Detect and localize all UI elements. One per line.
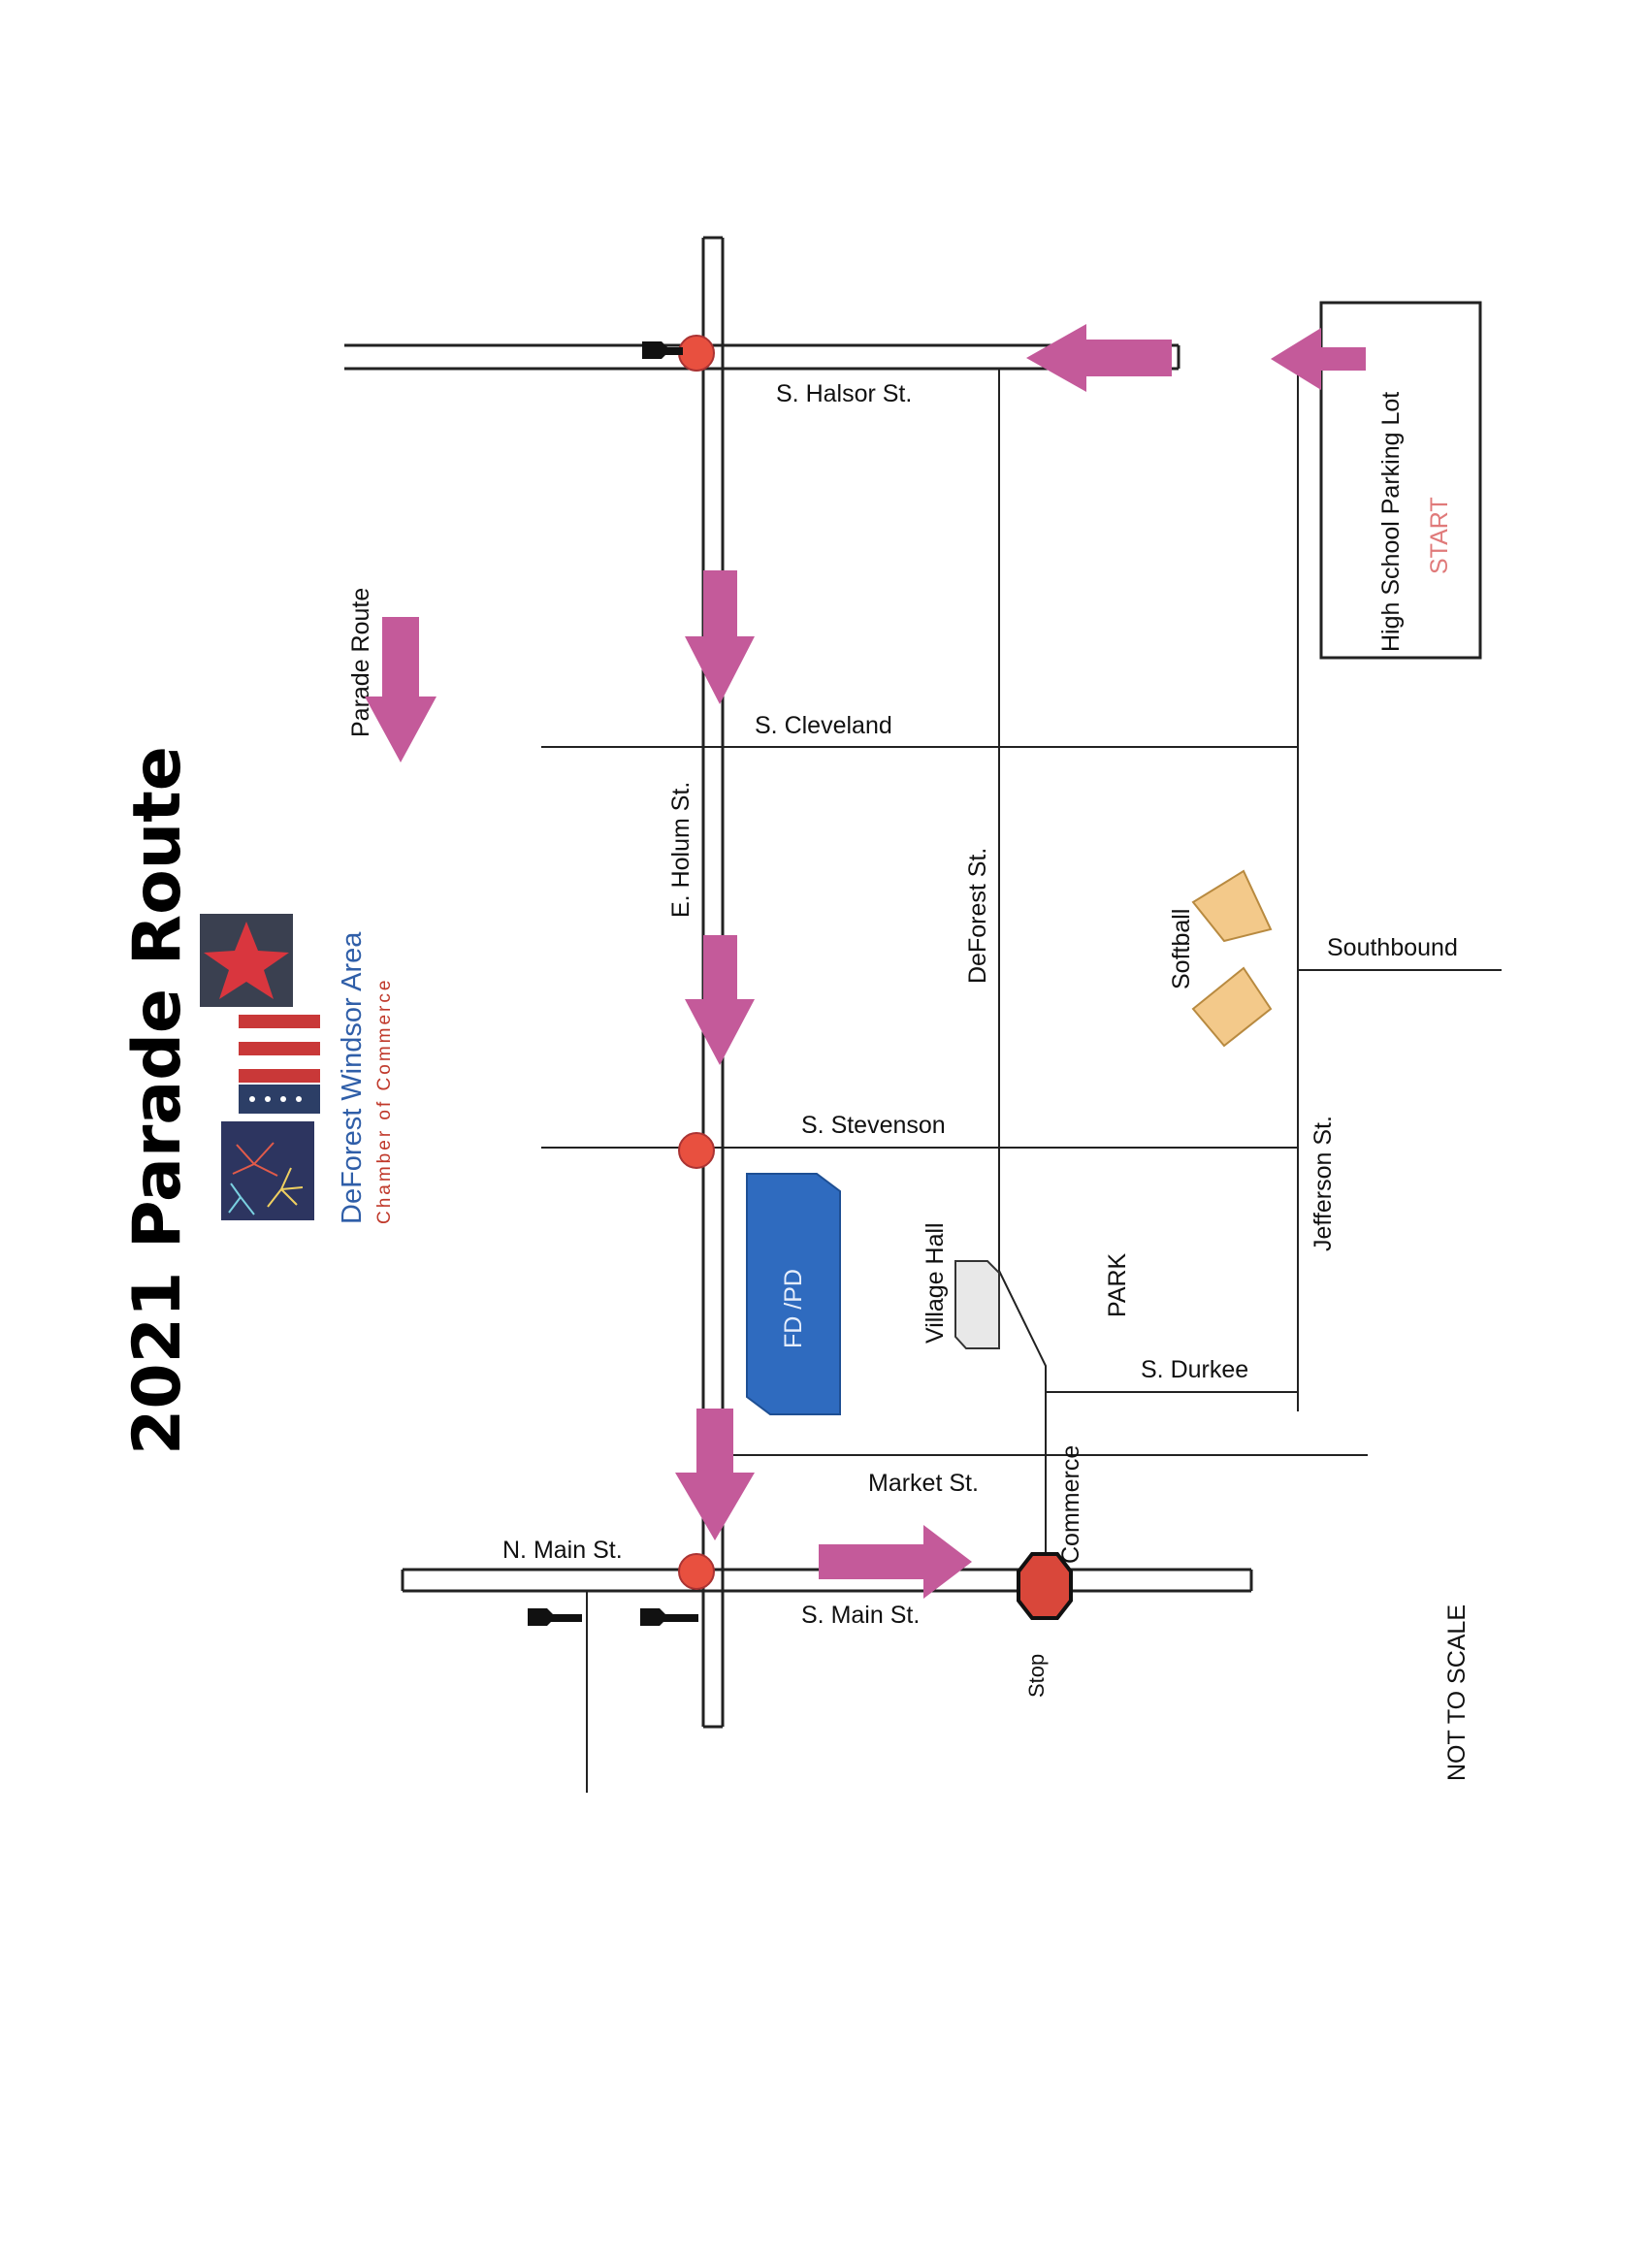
commerce-label: Commerce	[1057, 1445, 1084, 1564]
fdpd-building: FD /PD	[746, 1173, 841, 1415]
pointer-hand-icon	[640, 1608, 698, 1626]
southbound-label: Southbound	[1327, 934, 1458, 961]
start-label: START	[1426, 497, 1453, 574]
chamber-name-line1: DeForest Windsor Area	[337, 931, 368, 1224]
start-lot-label: High School Parking Lot	[1377, 392, 1405, 652]
softball-label: Softball	[1168, 909, 1195, 989]
legend-label: Parade Route	[347, 588, 374, 737]
route-arrow-icon	[1026, 324, 1172, 392]
legend-arrow-icon	[365, 617, 436, 762]
deforest-label: DeForest St.	[964, 848, 991, 984]
halsor-label: S. Halsor St.	[776, 380, 912, 407]
route-arrow-icon	[685, 570, 755, 704]
route-arrow-icon	[1271, 328, 1366, 390]
flag-stripes-icon	[239, 1015, 320, 1114]
holum-label: E. Holum St.	[667, 782, 695, 918]
route-arrow-icon	[819, 1525, 972, 1599]
route-arrow-icon	[685, 935, 755, 1065]
map-title: 2021 Parade Route	[119, 746, 196, 1455]
stop-markers	[678, 335, 1073, 1620]
fireworks-icon	[221, 1121, 314, 1220]
traffic-light-icon	[678, 1553, 715, 1590]
stevenson-label: S. Stevenson	[801, 1112, 946, 1139]
commerce-line	[998, 1270, 1047, 1570]
pointer-hand-icon	[642, 341, 683, 359]
village-hall-label: Village Hall	[922, 1222, 949, 1344]
pointer-hand-icon	[528, 1608, 582, 1626]
fdpd-label: FD /PD	[780, 1269, 807, 1348]
route-arrows	[675, 324, 1366, 1599]
cleveland-label: S. Cleveland	[755, 712, 892, 739]
legend: Parade Route	[347, 588, 436, 762]
traffic-light-icon	[678, 335, 715, 372]
chamber-name-line2: Chamber of Commerce	[374, 978, 395, 1224]
stop-sign-icon	[1017, 1552, 1073, 1620]
durkee-label: S. Durkee	[1141, 1356, 1248, 1383]
pointer-icons	[528, 341, 698, 1626]
n-main-label: N. Main St.	[502, 1537, 623, 1564]
s-main-label: S. Main St.	[801, 1602, 920, 1629]
stop-label: Stop	[1024, 1654, 1049, 1698]
park-label: PARK	[1104, 1252, 1131, 1317]
softball-fields	[1191, 869, 1273, 1048]
route-arrow-icon	[675, 1409, 755, 1540]
not-to-scale-note: NOT TO SCALE	[1443, 1604, 1471, 1781]
market-label: Market St.	[868, 1470, 979, 1497]
village-hall-building	[954, 1260, 1000, 1349]
traffic-light-icon	[678, 1132, 715, 1169]
chamber-logo: DeForest Windsor Area Chamber of Commerc…	[200, 914, 395, 1224]
jefferson-label: Jefferson St.	[1310, 1116, 1337, 1251]
